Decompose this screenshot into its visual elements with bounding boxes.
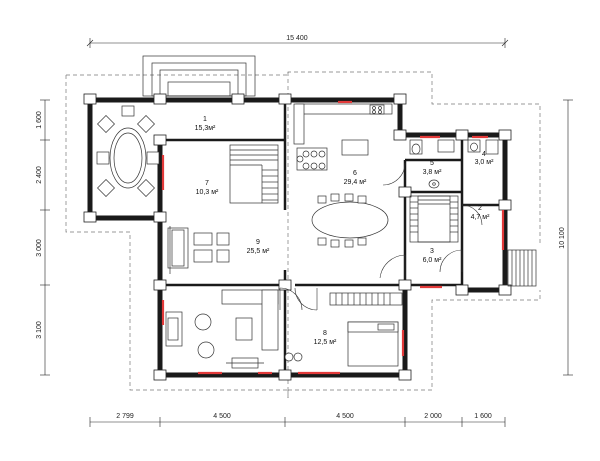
windows xyxy=(161,100,505,375)
dim-bottom-1: 2 799 xyxy=(116,413,134,420)
door-room-2 xyxy=(461,204,483,226)
door-room-5 xyxy=(382,162,406,186)
roof-outline xyxy=(65,71,541,398)
log-ends xyxy=(83,93,512,381)
dimension-left: 1 600 2 400 3 000 3 100 xyxy=(36,99,50,376)
room-6-number: 6 xyxy=(353,170,357,177)
room-6-area: 29,4 м² xyxy=(344,179,367,186)
living-furniture xyxy=(167,226,230,274)
bathroom-fixtures xyxy=(409,139,499,189)
dim-bottom-3: 4 500 xyxy=(336,413,354,420)
dim-right-total: 10 100 xyxy=(559,227,566,249)
room-7-area: 10,3 м² xyxy=(196,189,219,196)
room-8-area: 12,5 м² xyxy=(314,339,337,346)
exterior-steps xyxy=(507,249,537,287)
room-labels: 1 15,3м² 2 4,7 м² 3 6,0 м² 4 3,0 м² 5 3,… xyxy=(195,116,494,346)
room-5-number: 5 xyxy=(430,160,434,167)
basement-stairs xyxy=(409,195,459,243)
room-3-number: 3 xyxy=(430,248,434,255)
room-9-area: 25,5 м² xyxy=(247,248,270,255)
room-1-number: 1 xyxy=(203,116,207,123)
dimension-right: 10 100 xyxy=(559,99,573,376)
room-7-number: 7 xyxy=(205,180,209,187)
kitchen-furniture xyxy=(293,103,393,171)
door-lounge xyxy=(279,287,303,311)
entrance-porch xyxy=(142,55,256,97)
room-3-area: 6,0 м² xyxy=(423,257,442,264)
main-staircase xyxy=(229,144,279,204)
room-1-area: 15,3м² xyxy=(195,125,216,132)
dim-top-total: 15 400 xyxy=(286,35,308,42)
room-4-area: 3,0 м² xyxy=(475,159,494,166)
dimension-bottom: 2 799 4 500 4 500 2 000 1 600 xyxy=(89,413,506,427)
room-8-number: 8 xyxy=(323,330,327,337)
dim-bottom-4: 2 000 xyxy=(424,413,442,420)
room-2-area: 4,7 м² xyxy=(471,214,490,221)
room-9-number: 9 xyxy=(256,239,260,246)
room-5-area: 3,8 м² xyxy=(423,169,442,176)
dim-left-2: 2 400 xyxy=(36,166,43,184)
dim-left-1: 1 600 xyxy=(36,111,43,129)
door-room-3-b xyxy=(439,249,463,273)
lounge-furniture xyxy=(165,289,279,369)
terrace-dining-set xyxy=(96,105,160,197)
room-2-number: 2 xyxy=(478,205,482,212)
dim-left-4: 3 100 xyxy=(36,321,43,339)
room-4-number: 4 xyxy=(482,151,486,158)
door-room-3 xyxy=(379,254,406,280)
dining-table xyxy=(311,193,389,248)
bedroom-furniture xyxy=(284,292,403,367)
dim-bottom-5: 1 600 xyxy=(474,413,492,420)
door-bedroom xyxy=(294,287,318,311)
dimension-top: 15 400 xyxy=(86,35,509,48)
dim-left-3: 3 000 xyxy=(36,239,43,257)
dim-bottom-2: 4 500 xyxy=(213,413,231,420)
